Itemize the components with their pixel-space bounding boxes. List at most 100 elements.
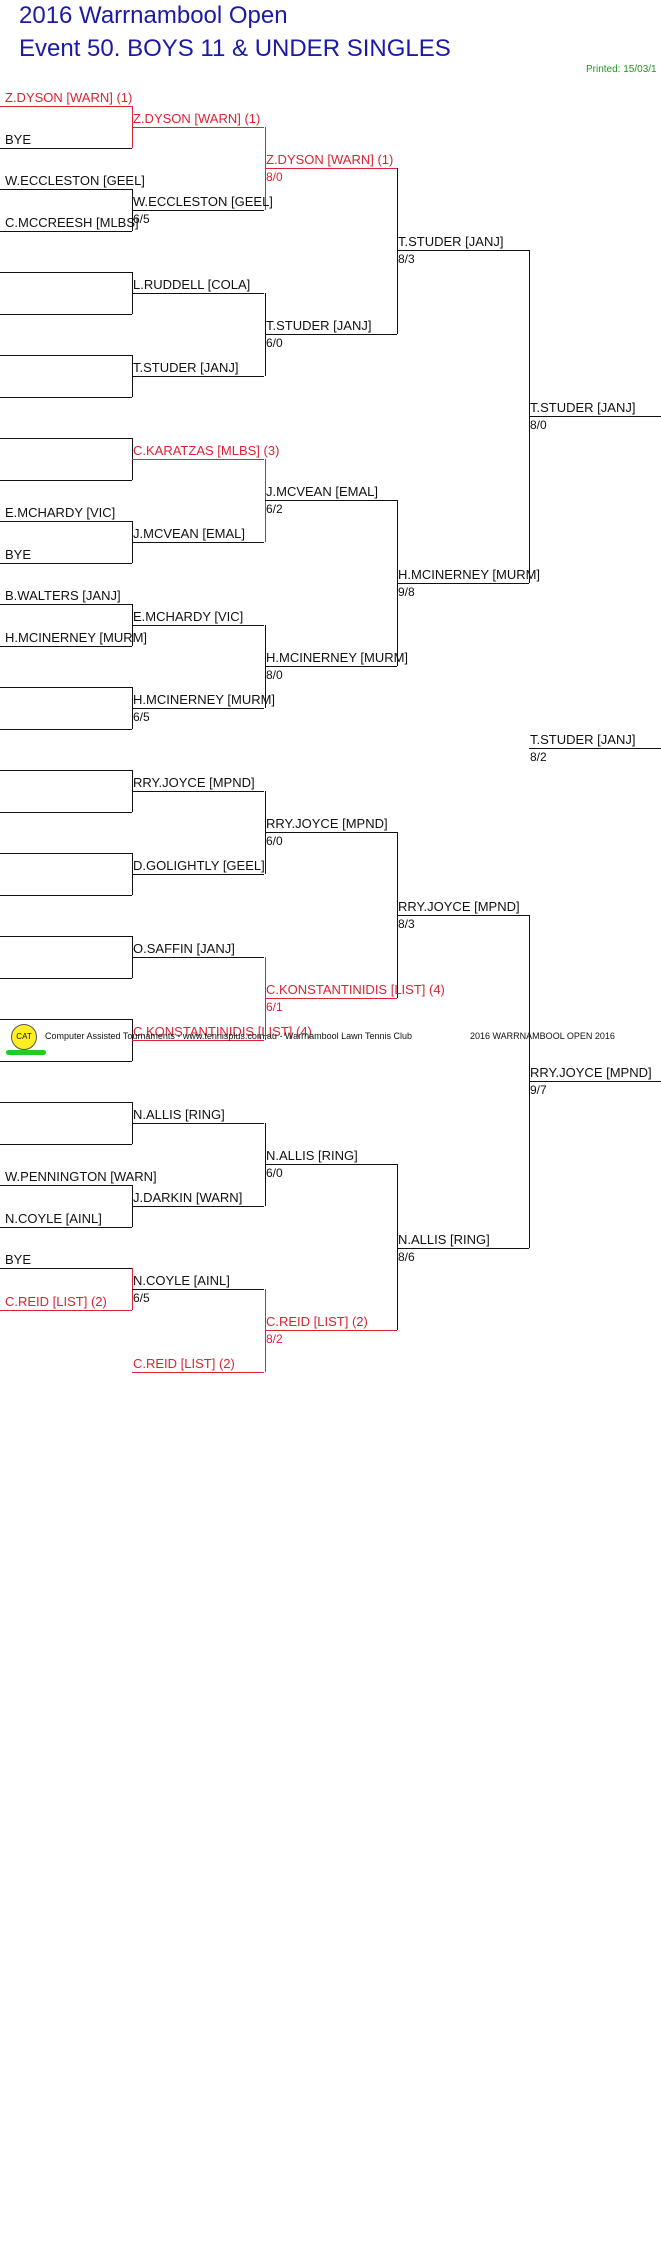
player-name: B.WALTERS [JANJ] (5, 588, 121, 603)
r3-line (265, 500, 397, 501)
r1-line (0, 521, 132, 522)
r3-line (265, 334, 397, 335)
event-title: Event 50. BOYS 11 & UNDER SINGLES (19, 35, 451, 62)
player-name: C.REID [LIST] (2) (5, 1294, 107, 1309)
r1-line (0, 148, 132, 149)
r1-line (0, 853, 132, 854)
r1-line (0, 231, 132, 232)
player-name: N.COYLE [AINL] (133, 1273, 230, 1288)
r5-line (529, 1081, 661, 1082)
player-name: RRY.JOYCE [MPND] (133, 775, 255, 790)
match-score: 8/3 (398, 252, 415, 266)
r1-line (0, 729, 132, 730)
player-name: BYE (5, 1252, 32, 1267)
r2-line (132, 791, 264, 792)
r2-line (132, 625, 264, 626)
match-score: 8/2 (266, 1332, 283, 1346)
player-name: N.ALLIS [RING] (266, 1148, 358, 1163)
r2-line (132, 1372, 264, 1373)
r2-line (132, 127, 264, 128)
r3-connector (397, 1164, 398, 1330)
r2-line (132, 708, 264, 709)
player-name: H.MCINERNEY [MURM] (266, 650, 409, 665)
player-name: L.RUDDELL [COLA] (133, 277, 251, 292)
r4-line (397, 915, 529, 916)
cat-logo: CAT (11, 1024, 37, 1050)
player-name: C.REID [LIST] (2) (266, 1314, 368, 1329)
match-score: 6/5 (133, 212, 150, 226)
player-name: N.ALLIS [RING] (398, 1232, 490, 1247)
player-name: E.MCHARDY [VIC] (5, 505, 116, 520)
champion-name: T.STUDER [JANJ] (530, 732, 636, 747)
r1-line (0, 978, 132, 979)
r2-line (132, 210, 264, 211)
r2-line (132, 542, 264, 543)
r3-line (265, 998, 397, 999)
r1-line (0, 1268, 132, 1269)
player-name: RRY.JOYCE [MPND] (266, 816, 388, 831)
player-name: C.MCCREESH [MLBS] (5, 215, 139, 230)
r1-line (0, 895, 132, 896)
r1-line (0, 397, 132, 398)
r1-line (0, 1310, 132, 1311)
final-line (529, 748, 661, 749)
final-score: 8/2 (530, 750, 547, 764)
r1-line (0, 189, 132, 190)
player-name: H.MCINERNEY [MURM] (133, 692, 276, 707)
r5-line (529, 416, 661, 417)
match-score: 9/7 (530, 1083, 547, 1097)
match-score: 6/0 (266, 336, 283, 350)
player-name: RRY.JOYCE [MPND] (530, 1065, 652, 1080)
player-name: C.KARATZAS [MLBS] (3) (133, 443, 280, 458)
player-name: Z.DYSON [WARN] (1) (5, 90, 133, 105)
r4-line (397, 1248, 529, 1249)
match-score: 8/6 (398, 1250, 415, 1264)
cat-swoosh-icon (6, 1050, 46, 1055)
player-name: J.MCVEAN [EMAL] (266, 484, 378, 499)
match-score: 6/5 (133, 1291, 150, 1305)
r1-line (0, 687, 132, 688)
r1-line (0, 480, 132, 481)
r1-line (0, 272, 132, 273)
player-name: BYE (5, 547, 32, 562)
r1-line (0, 1227, 132, 1228)
match-score: 6/0 (266, 834, 283, 848)
r1-line (0, 604, 132, 605)
r1-line (0, 438, 132, 439)
player-name: N.ALLIS [RING] (133, 1107, 225, 1122)
r3-line (265, 666, 397, 667)
r4-line (397, 583, 529, 584)
r2-line (132, 1206, 264, 1207)
r1-line (0, 770, 132, 771)
player-name: C.KONSTANTINIDIS [LIST] (4) (266, 982, 445, 997)
match-score: 8/3 (398, 917, 415, 931)
player-name: W.ECCLESTON [GEEL] (133, 194, 273, 209)
r1-line (0, 1185, 132, 1186)
match-score: 9/8 (398, 585, 415, 599)
r3-line (265, 1330, 397, 1331)
r4-line (397, 250, 529, 251)
match-score: 6/1 (266, 1000, 283, 1014)
player-name: D.GOLIGHTLY [GEEL] (133, 858, 265, 873)
match-score: 6/0 (266, 1166, 283, 1180)
player-name: BYE (5, 132, 32, 147)
player-name: W.ECCLESTON [GEEL] (5, 173, 145, 188)
player-name: O.SAFFIN [JANJ] (133, 941, 235, 956)
r2-line (132, 957, 264, 958)
player-name: Z.DYSON [WARN] (1) (133, 111, 261, 126)
r2-line (132, 874, 264, 875)
r1-line (0, 1144, 132, 1145)
player-name: E.MCHARDY [VIC] (133, 609, 244, 624)
tournament-title: 2016 Warrnambool Open (19, 2, 288, 29)
r2-line (132, 1289, 264, 1290)
player-name: RRY.JOYCE [MPND] (398, 899, 520, 914)
r1-line (0, 355, 132, 356)
player-name: T.STUDER [JANJ] (530, 400, 636, 415)
r2-line (132, 1123, 264, 1124)
r1-line (0, 1019, 132, 1020)
r1-line (0, 1102, 132, 1103)
r1-line (0, 563, 132, 564)
footer-credit: Computer Assisted Tournaments - www.tenn… (45, 1031, 413, 1041)
player-name: T.STUDER [JANJ] (398, 234, 504, 249)
player-name: H.MCINERNEY [MURM] (398, 567, 541, 582)
